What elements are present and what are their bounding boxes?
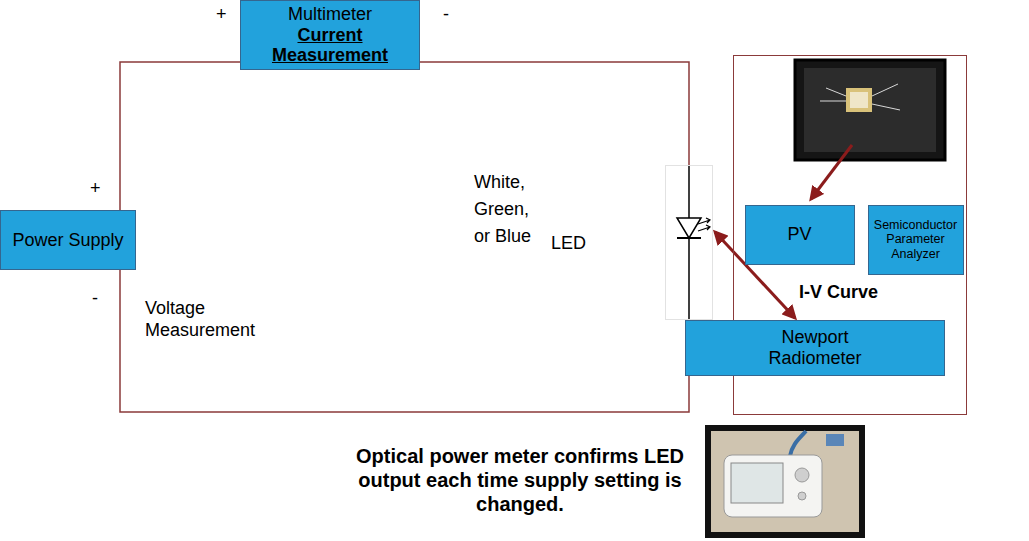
node-label: Semiconductor Parameter Analyzer (874, 218, 958, 261)
pv-box: PV (745, 205, 855, 265)
node-label: I-V Curve (799, 282, 878, 303)
node-label: White, Green, or Blue (474, 169, 544, 250)
photo-arrow (811, 145, 852, 199)
circuit-wire (120, 270, 689, 412)
polarity-sign: + (90, 178, 101, 200)
polarity-sign: - (92, 288, 98, 310)
led-symbol: White, Green, or BlueLED (665, 165, 713, 320)
multimeter-box: MultimeterCurrent Measurement (240, 0, 420, 70)
node-label: PV (787, 224, 811, 245)
diode-triangle (677, 218, 701, 238)
power-supply-box: Power Supply (0, 210, 136, 270)
node-label: Power Supply (12, 230, 123, 251)
note-text: Voltage Measurement (145, 298, 270, 341)
node-label: Multimeter (288, 4, 372, 25)
diode-bar (677, 237, 701, 239)
polarity-sign: + (216, 4, 227, 26)
polarity-sign: - (443, 4, 449, 26)
circuit-wire (120, 62, 240, 210)
analyzer-box: Semiconductor Parameter Analyzer (868, 205, 964, 275)
diode-symbol (666, 166, 712, 319)
circuit-wire (420, 62, 689, 165)
radiometer-photo (705, 425, 865, 538)
pv-photo (795, 60, 945, 160)
node-label: Newport Radiometer (760, 327, 870, 368)
emission-arrows (698, 218, 710, 231)
diode-lead (688, 166, 690, 319)
radiometer-box: Newport Radiometer (685, 320, 945, 376)
node-sublabel: Current Measurement (265, 25, 395, 66)
caption-text: Optical power meter confirms LED output … (355, 444, 685, 516)
node-sublabel: LED (551, 233, 586, 254)
